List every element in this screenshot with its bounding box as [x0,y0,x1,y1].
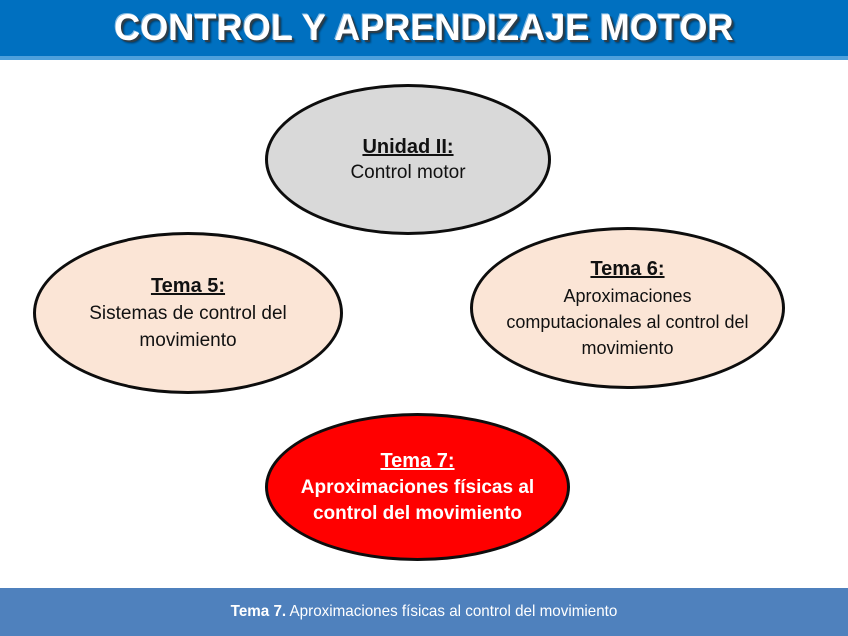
slide-title: CONTROL Y APRENDIZAJE MOTOR [114,7,734,48]
node-tema-6[interactable]: Tema 6: Aproximaciones computacionales a… [470,227,785,389]
node-tema-6-body-line-2: computacionales al control del [506,311,749,332]
node-tema-7[interactable]: Tema 7: Aproximaciones físicas al contro… [265,413,570,561]
node-unidad-ii-body: Control motor [350,161,466,183]
node-tema-5-body-line-1: Sistemas de control del [89,302,287,324]
node-unidad-ii[interactable]: Unidad II: Control motor [265,84,551,235]
node-unidad-ii-title: Unidad II: [362,135,454,158]
node-tema-7-title: Tema 7: [380,449,455,472]
node-tema-6-body-line-3: movimiento [581,337,674,358]
node-tema-5-body-line-2: movimiento [139,329,237,351]
footer-bar [0,588,848,636]
footer-caption: Tema 7. Aproximaciones físicas al contro… [21,588,827,636]
node-tema-7-body-line-1: Aproximaciones físicas al [300,476,535,498]
diagram-canvas: Unidad II: Control motor Tema 5: Sistema… [0,60,848,588]
header-bar [0,0,848,56]
node-tema-5-title: Tema 5: [150,274,226,297]
node-tema-6-title: Tema 6: [590,257,665,280]
node-tema-5[interactable]: Tema 5: Sistemas de control del movimien… [33,232,343,394]
node-tema-6-body-line-1: Aproximaciones [563,285,692,306]
footer-caption-rest: Aproximaciones físicas al control del mo… [286,603,618,620]
footer-caption-strong: Tema 7. [230,603,287,620]
header-underline-rule [0,56,848,60]
node-tema-7-body-line-2: control del movimiento [312,502,523,524]
